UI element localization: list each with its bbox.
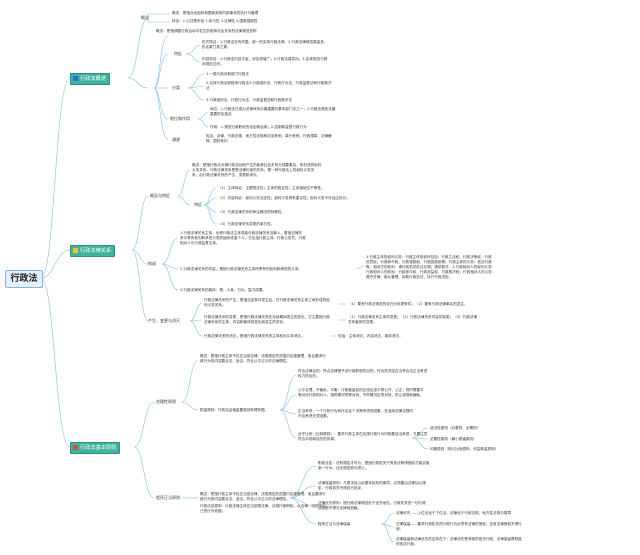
house-icon — [73, 444, 78, 450]
square-icon — [73, 75, 78, 81]
node-admin-concept: 概念：是指对全组织和国家政府内部事务的执行与管理 — [172, 11, 259, 15]
node-concept-admin: 概念 — [141, 15, 149, 20]
node-admin-feature: 特征：1.公共是宗旨 2.执行性 3.法律性 4.国家强制性 — [172, 19, 258, 23]
node-legal-basis-cont: 己的行为依据。 — [200, 509, 226, 513]
node-concept-features-label: 概念与特征 — [150, 193, 170, 198]
node-role: 作用：1.规范行政职权的设定和运用；2.控制和监督行政行为 — [210, 125, 307, 129]
node-legality-concept-cont: 政行为的内容要合法、适当，符合公平正义的法律理性。 — [200, 359, 290, 363]
house-icon — [73, 247, 78, 253]
node-difference-cont: 的依法行政。 — [396, 542, 418, 546]
node-status-role-label: 地位和作用 — [170, 116, 190, 121]
node-change: 行政法律关系的变更，是指行政法律关系在存续期间发生的变化，它主要指行政 — [204, 315, 330, 319]
node-difference: 法律保留和法律优先的区别在于：法律优先是消极的依法行政，法律保留是积极 — [396, 537, 522, 541]
node-rights-4: 行政相对人的权利：行政参与权、行政收益权、行政救济权；行政相对人的义务： — [366, 270, 496, 274]
node-fairness: 公平合理、不偏私、平衡：行政裁量权的应用应该平等公开，公正；同时需要平 — [298, 388, 424, 392]
node-legality-principle-cont: 政行为的内容要合法、适当，符合公平正义的法律理性。 — [200, 497, 290, 501]
node-fairness-cont: 等对待行政相对人，相同情况同等对待，不同情况区别对待，防止歧视和偏私。 — [298, 393, 424, 397]
node-relation-feature-2: （2）内容特征：权利义务法定性；权利义务具有重合性；权利义务不可自由处分。 — [218, 196, 350, 200]
node-suitability: 适当性原则（必要的、必需的） — [430, 426, 481, 430]
branch-administrative-legal-relation[interactable]: 行政法律关系 — [70, 245, 116, 257]
node-legality-principle: 概念：是指行政主体不仅应当依法律，法规规定的范围内实施管理，而且要求行 — [200, 492, 326, 496]
root-node[interactable]: 行政法 — [5, 270, 43, 288]
node-legal-basis: 行政法定原则：行政法律主体应当依照法律、法规行使职权，以法律、法规为自 — [200, 504, 326, 508]
node-composition-content: 2.行政法律关系的内容，是指行政法律关系主体所享有的权利和承担的义务。 — [180, 267, 303, 271]
node-class-3: 3.行政组织法、行政行为法、行政监督法和行政救济法 — [206, 98, 293, 102]
node-relation-concept-2: 义务关系。行政法律关系是受法律约束的关系；是一种行政法上的权利义务关 — [192, 168, 315, 172]
node-proportionality-cont: 符合手段和目的的协调。 — [298, 437, 338, 441]
node-extinguish: 行政法律关系的消灭，是指行政法律关系的主体权利义务消灭。 — [204, 334, 305, 338]
node-rights-2: 处罚权、行政命令权、行政强制权、行政奖励权等；行政主体的义务：依法行政 — [366, 260, 492, 264]
node-arise-conditions: （1）要有行政法规范的存在为前提条件；（2）要有行政法律事实的发生。 — [348, 302, 468, 306]
node-composition-object: 3.行政法律关系的客体：物、人身、行为、智力成果。 — [180, 288, 267, 292]
node-law-priority: 法律优先——上位法优于下位法，法律优于行政法规、地方性法规与规章 — [396, 511, 511, 515]
node-law-reservation: 法律保留——要求行政机关的行政行为必须有法律的授权，没有法律授权不得行 — [396, 522, 522, 526]
node-legality-label: 合理性原则 — [156, 399, 176, 404]
node-change-cont: 法律关系的主体、内容和客体的变化而发生的变化。 — [204, 320, 287, 324]
node-arise: 行政法律关系的产生，是指法定条件发生后，在行政法律关系主体之间形成的权 — [204, 298, 330, 302]
node-rights-5: 遵守法律、服从管理、协助行政执法、执行行政决定。 — [366, 275, 453, 279]
node-law-reservation-cont: 使。 — [396, 527, 404, 531]
node-sources: 宪法、法律、行政法规、地方性法规和自治条例、单行条例、行政规章、法律解 — [206, 134, 332, 138]
node-features-label: 特征 — [174, 51, 182, 56]
node-formal-feature-cont: 形名繁门类之繁。 — [202, 45, 231, 49]
node-formal-feature: 形式特征：1.行政法没有完整、统一的实体行政法典。2.行政法律规范数量多、 — [202, 40, 328, 44]
node-change-types-cont: 关系客体的变更。 — [348, 320, 377, 324]
node-sources-cont: 释、国际条约 — [206, 139, 228, 143]
node-relation-feature-4: （4）行政法律关系变更的单方性。 — [218, 222, 275, 226]
node-arise-cont: 利义务关系。 — [204, 303, 226, 307]
node-procedure-reservation: 程序正当与法律保留 — [318, 522, 351, 526]
node-relation-feature-3: （3）行政法律关系的争议解决的特殊性。 — [218, 210, 285, 214]
node-status: 地位：1.行政法已成为法律体系中最重要的基本部门法之一；2.行政法是宪法最 — [210, 107, 336, 111]
branch-label: 行政法概述 — [80, 76, 106, 82]
node-lifecycle-label: 产生、变更与消灭 — [148, 318, 180, 323]
node-class-1: 1.一般行政法和部门行政法 — [206, 72, 249, 76]
node-consideration-cont: 不应考虑无关因素。 — [298, 414, 331, 418]
node-sources-label: 渊源 — [172, 137, 180, 142]
node-composition-subject: 1.行政法律关系主体，也称行政法主体或者行政法律关系当事人，是指法律关 — [180, 231, 303, 235]
node-statutory-power: 职权法定：法有规定才可为，是指行政机关只有依法取得授权才能实施 — [318, 461, 430, 465]
node-composition-subject-2: 系中享有权利和承担义务的组织或者个人，它包括行政主体、行政公务员、行政 — [180, 236, 306, 240]
node-consideration: 正当考虑：一个行政行为有作出这个决策考虑的因素，在适用法律法规时 — [298, 409, 413, 413]
node-relation-feature-1: （1）主体特征：主题恒定性；主体的相互性；主体相地位不等性。 — [218, 186, 325, 190]
node-statutory-power-cont: 某一行为，法无规定即为禁止。 — [318, 466, 369, 470]
node-discretion: 酌量原则：行政自由裁量要做到有理有据。 — [200, 408, 269, 412]
node-legal-purpose-cont: 权力的目的。 — [298, 374, 320, 378]
node-priority-cont: 活动都不得与法律相抵触。 — [318, 506, 362, 510]
node-extinguish-types: 包括：主体消灭、内容消灭、客体消灭。 — [338, 334, 403, 338]
node-composition-label: 构成 — [148, 261, 156, 266]
node-proportionality: 合乎比例（比例原则）：要求行政主体在实施行政行为时既要适当考虑，又要注意 — [298, 432, 428, 436]
node-balance: 均衡原则（狭义比例原则，利益衡量原则） — [430, 447, 499, 451]
branch-label: 行政法基本原则 — [80, 445, 117, 451]
branch-label: 行政法律关系 — [80, 248, 112, 254]
node-reservation-cont: 定，行政机关不得自行设定。 — [318, 486, 365, 490]
node-priority: 法律优先原则：指行政法律规范处于优先地位，行政机关的一切行政 — [318, 501, 426, 505]
branch-basic-principles[interactable]: 行政法基本原则 — [70, 442, 121, 454]
branch-administrative-law-overview[interactable]: 行政法概述 — [70, 73, 110, 85]
node-procedure-label: 程序正当原则 — [156, 495, 180, 500]
node-reservation: 法律保留原则：凡是涉及公民基本权利的事项，必须要由法律加以规 — [318, 481, 426, 485]
node-necessity: 必要性原则（最小侵害原则） — [430, 437, 477, 441]
node-rights-1: 1.行政主体的权利义务：行政主体的权利包括：行政立法权、行政决策权、行政 — [366, 255, 492, 259]
node-law-concept: 概念：是指调整行政活动中发生的各种社会关系的法律规范总称 — [156, 29, 257, 33]
node-class-2: 2.实体行政法和程序行政法3.行政组织法、行政行为法、行政监督法和行政救济 — [206, 81, 332, 85]
node-legality-concept: 概念：是指行政主体不仅应当依法律，法规规定的范围内实施管理，而且要求行 — [200, 354, 326, 358]
node-composition-subject-3: 相对人与行政监督主体。 — [180, 241, 220, 245]
node-content-feature: 内容特征：1.行政法内容丰富，涉及领域广；2.行政法易变动；3.实体规范与程 — [202, 57, 328, 61]
node-status-cont: 重要的实施法 — [210, 112, 232, 116]
node-rights-3: 等。相对方的权利：请行政机关依法办理；请求救济，2.行政相对人的权利义务： — [366, 265, 496, 269]
node-relation-concept-3: 系，由行政法律关系的产生、变更和消灭。 — [192, 173, 261, 177]
node-class-2-cont: 法 — [206, 86, 210, 90]
node-classification-label: 分类 — [172, 85, 180, 90]
node-relation-features-label: 特征 — [194, 202, 202, 207]
node-relation-concept-1: 概念：是指行政法对调行政活动而产生的各种社会关系分成要素后，所形成的权利 — [192, 163, 322, 167]
node-legal-purpose: 符合法律目的：符合法律授予该行政职权的目的；作出的决定应当有合法正当考虑 — [298, 369, 428, 373]
node-change-types: （1）行政法律关系主体的变更；（2）行政法律关系内容的变更；（3）行政法律 — [348, 315, 478, 319]
node-content-feature-cont: 序规范交织。 — [202, 62, 224, 66]
